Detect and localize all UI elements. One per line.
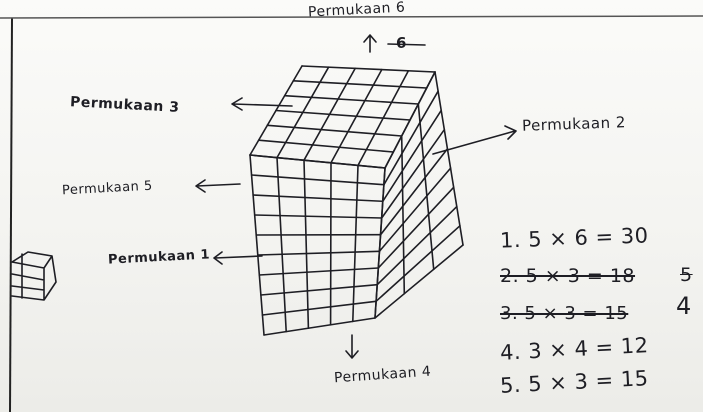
- cube-face-right-vline: [374, 167, 386, 319]
- cube-face-right-hline: [374, 244, 464, 319]
- cube-face-front-hline: [258, 267, 380, 276]
- cube-grid: [249, 65, 464, 336]
- cube-face-right-hline: [378, 167, 452, 253]
- paper-border-top: [0, 15, 703, 19]
- cube-face-top-hline: [292, 80, 428, 89]
- cube-face-right-hline: [377, 186, 455, 269]
- label-face6-strike: 6: [396, 34, 407, 52]
- strike-face6: [387, 43, 426, 46]
- cube-face-right-hline: [380, 128, 446, 219]
- cube-face-right-hline: [376, 205, 458, 286]
- cube-face-top-hline: [275, 109, 411, 121]
- arrow-face1: [213, 251, 263, 265]
- cube-face-front-hline: [260, 283, 379, 296]
- arrow-face5: [195, 179, 241, 193]
- arrow-face2: [432, 125, 517, 155]
- cube-face-front-hline: [252, 194, 384, 203]
- cube-face-top-hline: [301, 65, 436, 73]
- cube-face-front-vline: [249, 154, 265, 336]
- cube-face-top-hline: [283, 94, 420, 105]
- label-arrows: [11, 34, 517, 359]
- cube-face-front-hline: [261, 300, 377, 316]
- cube-face-right-vline: [434, 71, 464, 246]
- cube-face-right-vline: [400, 135, 406, 295]
- cube-face-right-hline: [383, 90, 439, 186]
- cube-face-right-hline: [375, 225, 461, 303]
- calc-row-3: 3. 5 × 3 = 15: [500, 303, 629, 324]
- cube-face-front-vline: [351, 164, 359, 323]
- cube-face-front-hline: [249, 154, 386, 169]
- cube-face-top-hline: [266, 124, 403, 137]
- cube-face-front-vline: [303, 159, 310, 330]
- calc-row-2-extra: 5: [680, 264, 693, 286]
- calc-row-3-extra: 4: [676, 292, 692, 320]
- label-face2: Permukaan 2: [521, 113, 627, 135]
- cube-face-top-hline: [257, 139, 395, 153]
- cube-face-front-hline: [250, 174, 385, 186]
- cube-face-front-hline: [256, 250, 381, 256]
- cube-face-front-hline: [263, 317, 376, 336]
- small-cube-sketch: [11, 251, 57, 301]
- arrow-face3: [231, 97, 293, 111]
- cube-face-right-hline: [384, 71, 436, 169]
- cube-face-right-vline: [417, 103, 435, 271]
- cube-face-right-hline: [381, 109, 443, 203]
- cube-face-right-hline: [379, 148, 449, 236]
- arrow-face6: [363, 34, 377, 53]
- cube-face-front-vline: [276, 156, 288, 333]
- cube-face-front-hline: [253, 214, 383, 219]
- calc-row-2: 2. 5 × 3 = 18: [500, 265, 636, 287]
- arrow-face4: [345, 334, 359, 359]
- paper-border-left: [9, 17, 13, 412]
